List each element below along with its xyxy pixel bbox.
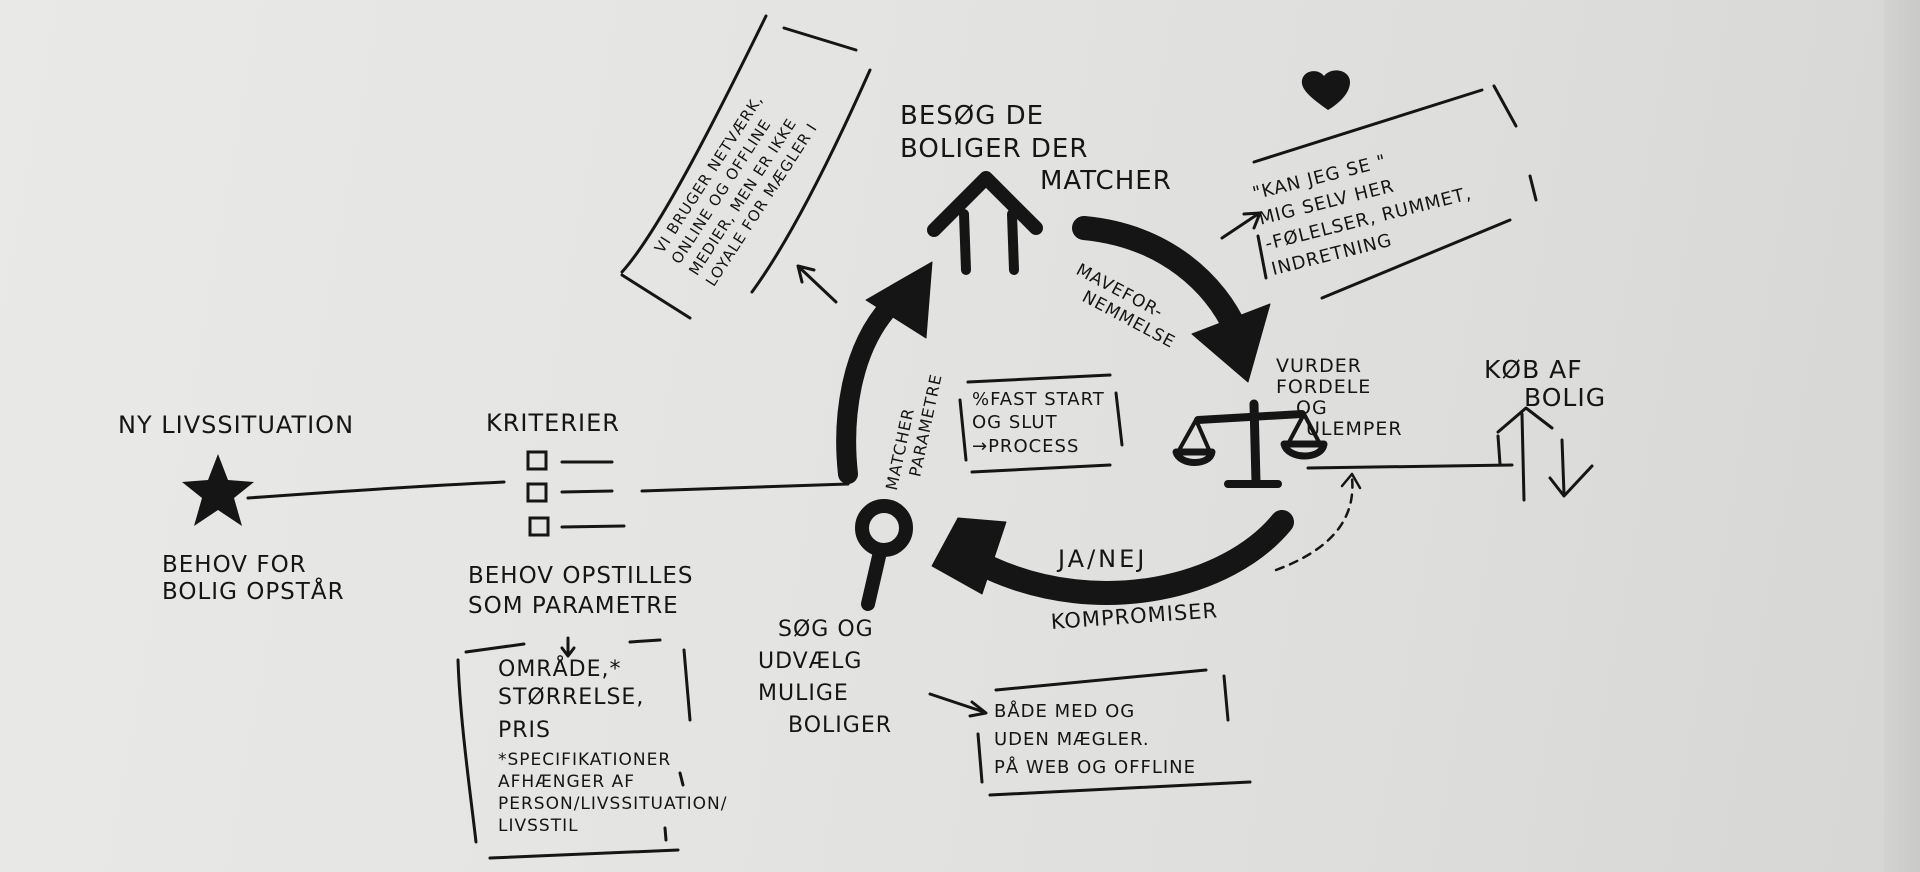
baade-line: PÅ WEB OG OFFLINE [994,756,1197,778]
cycle-arrow-right [1072,216,1248,342]
omraade-arrow [560,636,576,658]
omraade-box-text: OMRÅDE,* STØRRELSE, PRIS *SPECIFIKATIONE… [498,656,728,837]
soeg-line: UDVÆLG [758,648,863,674]
soeg-arrow [928,692,988,718]
besoeg-line: BESØG DE [900,101,1045,131]
fast-start-line: →PROCESS [972,435,1080,457]
omraade-line: LIVSSTIL [498,815,579,836]
baade-line: BÅDE MED OG [994,701,1136,722]
behov-for-label: BEHOV FOR BOLIG OPSTÅR [162,552,345,606]
checklist-lines [560,460,626,529]
baade-box [976,668,1252,797]
behov-for-line: BEHOV FOR [162,552,307,578]
dashed-arrow [1274,476,1354,572]
cycle-arrow-right-head [1191,303,1271,383]
behov-opstilles-line: SOM PARAMETRE [468,592,679,619]
checkbox-icon [526,450,548,471]
magnifier-icon [855,499,913,611]
checkbox-icon [528,516,550,537]
vurder-line: ULEMPER [1306,417,1403,440]
omraade-line: PRIS [498,718,552,743]
timeline-line-3 [1306,463,1514,470]
heart-icon [1301,70,1350,110]
checkbox-icon [526,482,548,503]
besoeg-line: MATCHER [1040,166,1172,196]
behov-for-line: BOLIG OPSTÅR [162,579,345,606]
timeline-line-1 [246,480,506,500]
soeg-line: BOLIGER [788,712,893,738]
koeb-line: BOLIG [1524,382,1607,412]
koeb-line: KØB AF [1484,355,1583,384]
vurder-line: FORDELE [1276,375,1372,398]
star-icon [182,454,254,526]
fast-start-line: %FAST START [972,389,1105,410]
omraade-line: OMRÅDE,* [498,657,622,682]
house-icon [927,171,1043,275]
kan-jeg-box [1252,84,1538,300]
ja-nej-label: JA/NEJ [1058,545,1148,573]
vi-bruger-arrow [796,264,838,304]
vurder-line: OG [1296,396,1328,419]
omraade-line: STØRRELSE, [498,684,645,710]
cycle-arrow-left-head [865,261,933,339]
up-down-arrows-icon [1496,406,1594,502]
besoeg-line: BOLIGER DER [900,133,1089,164]
besoeg-label: BESØG DE BOLIGER DER MATCHER [900,100,1172,198]
scale-icon [1172,399,1328,488]
behov-opstilles-line: BEHOV OPSTILLES [468,563,694,589]
soeg-label: SØG OG UDVÆLG MULIGE BOLIGER [758,614,892,742]
vurder-line: VURDER [1276,355,1362,377]
kan-jeg-arrow [1220,211,1262,240]
cycle-arrow-bottom-head [931,517,1007,595]
timeline-line-2 [640,482,850,493]
cycle-arrow-bottom [978,510,1294,605]
cycle-arrow-left [836,296,900,484]
fast-start-line: OG SLUT [972,412,1058,434]
vurder-label: VURDER FORDELE OG ULEMPER [1276,356,1403,440]
fast-start-box [958,373,1124,474]
behov-opstilles-label: BEHOV OPSTILLES SOM PARAMETRE [468,562,694,622]
omraade-line: *SPECIFIKATIONER [498,749,672,770]
dashed-arrow-head [1340,472,1362,490]
omraade-line: AFHÆNGER AF [498,771,636,792]
soeg-line: MULIGE [758,680,849,706]
omraade-box [456,638,692,860]
baade-line: UDEN MÆGLER. [994,728,1150,750]
baade-box-text: BÅDE MED OG UDEN MÆGLER. PÅ WEB OG OFFLI… [994,698,1196,782]
ny-livssituation-label: NY LIVSSITUATION [118,411,355,439]
paper-edge [1884,0,1920,872]
fast-start-text: %FAST START OG SLUT →PROCESS [972,388,1105,458]
omraade-line: PERSON/LIVSSITUATION/ [498,793,728,814]
kriterier-label: KRITERIER [486,409,620,437]
soeg-line: SØG OG [778,617,874,642]
koeb-label: KØB AF BOLIG [1484,356,1606,411]
vi-bruger-box [620,14,872,320]
